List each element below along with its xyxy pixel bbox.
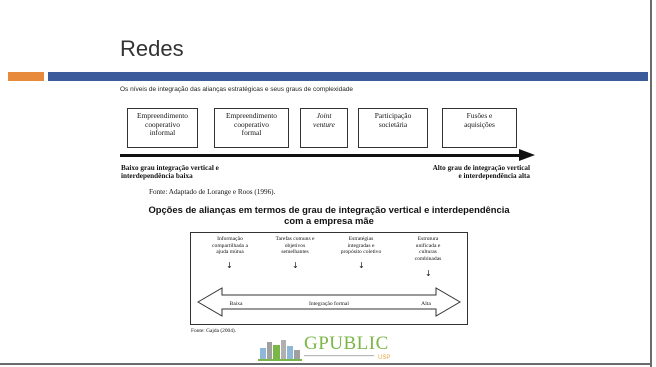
box-line: aquisições (464, 119, 495, 129)
box-line: Joint (316, 111, 332, 120)
slide-subtitle: Os níveis de integração das alianças est… (120, 86, 354, 93)
integration-arrow-head (519, 149, 535, 161)
column-informacao: Informação compartilhada a ajuda mútua (202, 236, 258, 256)
double-arrow-shape: Baixa Integração formal Alta (197, 287, 461, 317)
box-line: formal (241, 128, 262, 138)
column-line: culturas (419, 249, 437, 256)
column-line: compartilhada a (212, 242, 248, 249)
building-icon (258, 340, 302, 361)
low-integration-label: Baixo grau integração vertical e interde… (121, 164, 219, 181)
down-arrow-icon: ↓ (292, 261, 299, 270)
column-line: propósito coletivo (340, 249, 382, 256)
box-line: Fusões e (466, 111, 493, 120)
box-participacao-societaria: Participação societária (358, 108, 428, 148)
logo-usp: USP (378, 355, 391, 361)
section-heading: Opções de alianças em termos de grau de … (117, 204, 541, 226)
slide-border-bottom (0, 363, 652, 365)
box-empreendimento-informal: Empreendimento cooperativo informal (127, 108, 198, 148)
column-line: integradas e (347, 242, 375, 249)
column-estrutura: Estrutura unificada e culturas combinada… (400, 236, 456, 262)
column-tarefas: Tarefas comuns e objetivos semelhantes (264, 236, 326, 256)
gpublic-logo: GPUBLIC USP (258, 333, 396, 365)
column-estrategias: Estratégias integradas e propósito colet… (330, 236, 392, 256)
column-line: combinadas (414, 255, 442, 262)
source-gajda: Fonte: Gajda (2004). (191, 328, 237, 334)
label-line: e interdependência alta (458, 172, 530, 181)
column-line: Estratégias (348, 236, 374, 242)
box-fusoes-aquisicoes: Fusões e aquisições (442, 108, 517, 148)
column-line: Tarefas comuns e (275, 236, 315, 242)
slide-border-right (650, 0, 652, 367)
label-line: interdependência baixa (121, 172, 193, 181)
box-line: societária (378, 119, 408, 129)
column-line: Estrutura (417, 236, 439, 242)
label-line: Alto grau de integração vertical (432, 164, 530, 172)
high-integration-label: Alto grau de integração vertical e inter… (392, 164, 530, 181)
column-line: semelhantes (281, 249, 309, 256)
label-line: Baixo grau integração vertical e (121, 164, 219, 172)
box-line: Empreendimento (137, 111, 188, 120)
logo-name: GPUBLIC (304, 333, 389, 354)
box-empreendimento-formal: Empreendimento cooperativo formal (214, 108, 289, 148)
arrow-right-label: Alta (421, 301, 431, 307)
box-line: Empreendimento (226, 111, 277, 120)
accent-bar-orange (8, 72, 44, 81)
heading-line: com a empresa mãe (284, 215, 374, 226)
box-line: venture (313, 119, 335, 129)
column-line: Informação (217, 236, 243, 242)
column-line: objetivos (284, 242, 306, 249)
heading-line: Opções de alianças em termos de grau de … (148, 204, 510, 215)
slide-title: Redes (120, 36, 184, 61)
arrow-left-label: Baixa (229, 301, 243, 307)
column-line: ajuda mútua (216, 249, 244, 256)
box-joint-venture: Joint venture (300, 108, 348, 148)
box-line: cooperativo (145, 119, 180, 129)
box-line: Participação (374, 111, 412, 120)
accent-bar-blue (48, 72, 648, 81)
down-arrow-icon: ↓ (226, 261, 233, 270)
column-line: unificada e (415, 242, 441, 249)
integration-arrow-line (120, 154, 520, 157)
down-arrow-icon: ↓ (425, 269, 432, 278)
box-line: informal (149, 128, 176, 138)
arrow-center-label: Integração formal (309, 300, 349, 307)
logo-fine-print (304, 354, 374, 359)
source-lorange-roos: Fonte: Adaptado de Lorange e Roos (1996)… (149, 188, 276, 196)
box-line: cooperativo (234, 119, 269, 129)
down-arrow-icon: ↓ (358, 261, 365, 270)
